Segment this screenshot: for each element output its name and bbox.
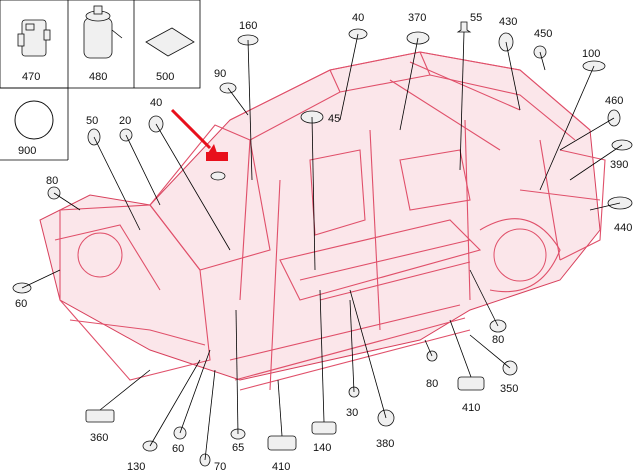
- callout-450: 450: [534, 28, 552, 40]
- callout-100: 100: [582, 48, 600, 60]
- callout-80-mid: 80: [426, 378, 438, 390]
- callout-130: 130: [127, 461, 145, 473]
- label-500: 500: [156, 71, 174, 83]
- part-900-ring[interactable]: 900: [14, 100, 54, 157]
- callout-40-left: 40: [150, 97, 162, 109]
- callout-65: 65: [232, 442, 244, 454]
- label-900: 900: [18, 145, 36, 157]
- part-480-canister[interactable]: 480: [83, 5, 123, 83]
- label-480: 480: [89, 71, 107, 83]
- callout-440: 440: [614, 222, 632, 234]
- callout-350: 350: [500, 383, 518, 395]
- part-500-pad[interactable]: 500: [145, 27, 195, 83]
- callout-410-right: 410: [462, 402, 480, 414]
- callout-30: 30: [346, 407, 358, 419]
- highlight-arrow: [170, 108, 228, 161]
- callout-80-left: 80: [46, 175, 58, 187]
- vehicle-body: [39, 51, 606, 391]
- callout-40-top: 40: [352, 12, 364, 24]
- callout-410-left: 410: [272, 461, 290, 473]
- callout-160: 160: [239, 20, 257, 32]
- callout-70: 70: [214, 461, 226, 473]
- callout-380: 380: [376, 438, 394, 450]
- callout-430: 430: [499, 16, 517, 28]
- callout-labels: 160 40 370 55 430 450 100 460 390 440 90…: [15, 12, 632, 473]
- callout-55: 55: [470, 12, 482, 24]
- callout-60-bottom: 60: [172, 443, 184, 455]
- part-470-clip[interactable]: 470: [17, 19, 51, 83]
- callout-140: 140: [313, 442, 331, 454]
- callout-90: 90: [214, 68, 226, 80]
- callout-60-left: 60: [15, 298, 27, 310]
- callout-360: 360: [90, 432, 108, 444]
- callout-80-right: 80: [492, 334, 504, 346]
- legend-grid: [0, 0, 201, 161]
- grommets[interactable]: [12, 21, 633, 467]
- callout-390: 390: [610, 159, 628, 171]
- label-470: 470: [22, 71, 40, 83]
- callout-460: 460: [605, 95, 623, 107]
- leader-lines: [21, 31, 623, 461]
- callout-370: 370: [408, 12, 426, 24]
- callout-45: 45: [328, 113, 340, 125]
- callout-50: 50: [86, 115, 98, 127]
- callout-20: 20: [119, 115, 131, 127]
